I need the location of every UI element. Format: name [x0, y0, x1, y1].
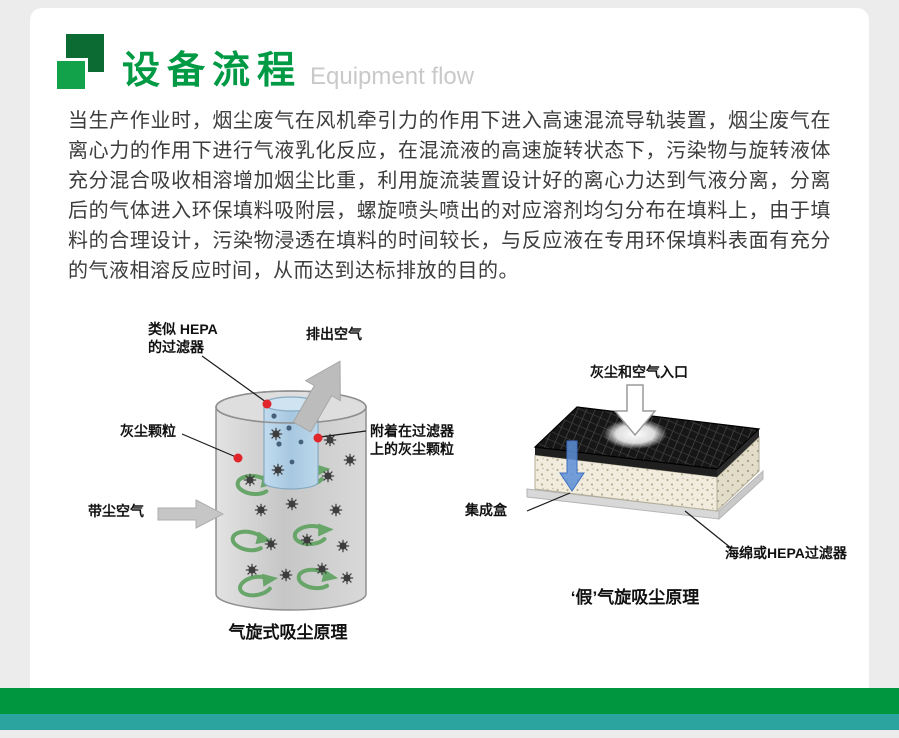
intro-paragraph: 当生产作业时，烟尘废气在风机牵引力的作用下进入高速混流导轨装置，烟尘废气在离心力…	[68, 110, 831, 282]
footer-bar-green	[0, 688, 899, 714]
cylinder-rim	[215, 390, 367, 424]
left-leader-lines	[181, 355, 367, 458]
sponge-front-face	[534, 454, 718, 512]
dusty-air-intake-arrow	[157, 499, 225, 529]
box-tray-side	[718, 469, 764, 521]
caption-cyclone-principle: 气旋式吸尘原理	[228, 623, 348, 642]
lid-front-lip	[535, 447, 717, 477]
page-title: 设备流程	[122, 50, 303, 92]
airflow-blue-arrow	[559, 440, 585, 492]
label-integrated-box: 集成盒	[465, 502, 507, 518]
content-card: 设备流程 Equipment flow 当生产作业时，烟尘废气在风机牵引力的作用…	[30, 8, 869, 688]
label-dusty-air: 带尘空气	[88, 503, 144, 519]
lid-side-lip	[717, 429, 759, 477]
footer-bar-teal	[0, 714, 899, 730]
cyclone-diagram	[157, 355, 367, 611]
label-dust-particles: 灰尘颗粒	[120, 423, 176, 439]
label-dust-air-inlet: 灰尘和空气入口	[590, 364, 688, 380]
dust-collection-diagrams	[157, 355, 764, 611]
label-exhaust-air: 排出空气	[306, 326, 362, 342]
diagrams-section: 类似 HEPA 的过滤器 排出空气 灰尘颗粒 附着在过滤器 上的灰尘颗粒 带尘空…	[30, 312, 869, 674]
page-subtitle: Equipment flow	[310, 62, 475, 90]
brand-squares-icon	[54, 34, 106, 92]
caption-fake-cyclone-principle: ‘假’气旋吸尘原理	[570, 588, 700, 607]
red-marker-dots	[233, 399, 323, 463]
label-hepa-filter: 类似 HEPA 的过滤器	[148, 321, 218, 356]
label-sponge-hepa-filter: 海绵或HEPA过滤器	[725, 545, 847, 561]
exhaust-air-arrow	[292, 360, 341, 433]
label-attached-dust: 附着在过滤器 上的灰尘颗粒	[370, 423, 454, 458]
box-diagram	[526, 384, 764, 549]
logo-bright-square	[54, 58, 88, 92]
page-header: 设备流程 Equipment flow	[30, 8, 869, 92]
air-inlet-arrow	[613, 384, 657, 437]
right-leader-lines	[526, 492, 732, 549]
